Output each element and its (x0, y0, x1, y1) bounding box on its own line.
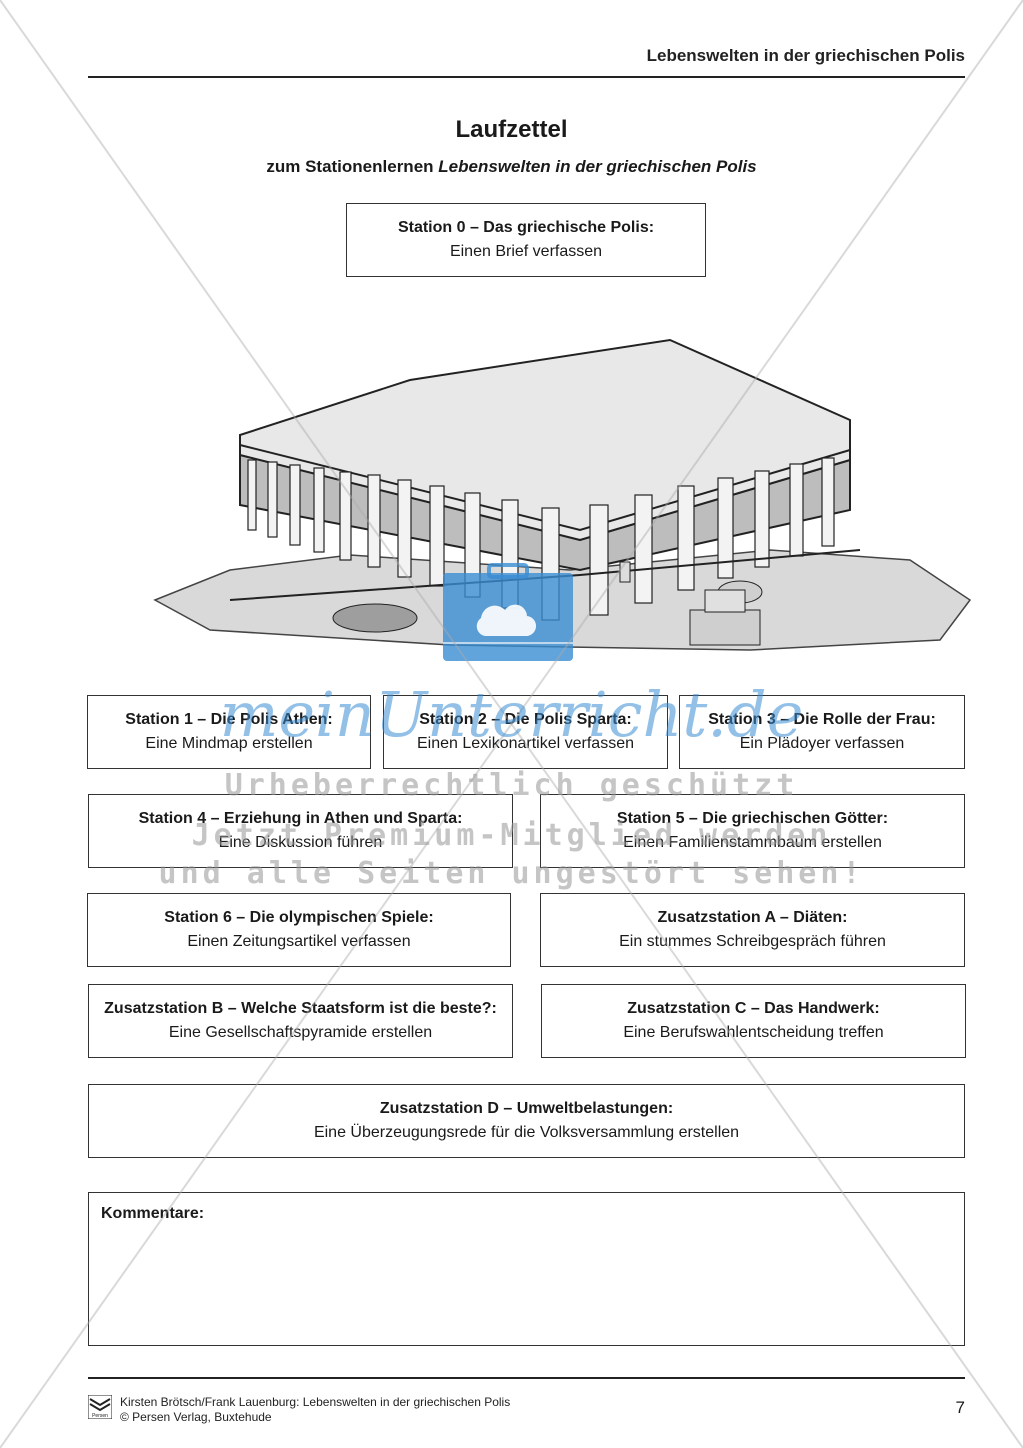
station-title: Station 5 – Die griechischen Götter: (616, 810, 889, 827)
comments-label: Kommentare: (101, 1205, 205, 1222)
header-rule (88, 76, 965, 78)
station-6-box: Station 6 – Die olympischen Spiele: Eine… (87, 893, 511, 967)
station-c-box: Zusatzstation C – Das Handwerk: Eine Ber… (541, 984, 966, 1058)
station-d-box: Zusatzstation D – Umweltbelastungen: Ein… (88, 1084, 965, 1158)
station-task: Ein Plädoyer verfassen (739, 735, 905, 752)
comments-box[interactable]: Kommentare: (88, 1192, 965, 1346)
footer-rule (88, 1377, 965, 1379)
page-subtitle: zum Stationenlernen Lebenswelten in der … (0, 157, 1023, 177)
publisher-logo-icon: Persen (88, 1395, 112, 1419)
station-4-box: Station 4 – Erziehung in Athen und Spart… (88, 794, 513, 868)
station-5-box: Station 5 – Die griechischen Götter: Ein… (540, 794, 965, 868)
page-number: 7 (955, 1398, 965, 1417)
running-header: Lebenswelten in der griechischen Polis (646, 46, 965, 65)
station-1-box: Station 1 – Die Polis Athen: Eine Mindma… (87, 695, 371, 769)
station-title: Zusatzstation C – Das Handwerk: (627, 1000, 880, 1017)
subtitle-prefix: zum Stationenlernen (266, 157, 434, 176)
station-title: Station 3 – Die Rolle der Frau: (708, 711, 936, 728)
footer-credits: Kirsten Brötsch/Frank Lauenburg: Lebensw… (120, 1395, 510, 1425)
station-task: Eine Diskussion führen (218, 834, 383, 851)
watermark-line-2: Jetzt Premium-Mitglied werden (191, 818, 832, 853)
station-0-box: Station 0 – Das griechische Polis: Einen… (346, 203, 706, 277)
station-title: Zusatzstation A – Diäten: (657, 909, 848, 926)
station-title: Station 4 – Erziehung in Athen und Spart… (138, 810, 463, 827)
station-task: Einen Zeitungsartikel verfassen (187, 933, 411, 950)
station-task: Eine Gesellschaftspyramide erstellen (168, 1024, 433, 1041)
footer-publisher: © Persen Verlag, Buxtehude (120, 1410, 272, 1424)
watermark-line-1: Urheberrechtlich geschützt (224, 768, 799, 803)
station-title: Zusatzstation B – Welche Staatsform ist … (104, 1000, 497, 1017)
logo-text: Persen (92, 1413, 108, 1419)
station-title: Station 2 – Die Polis Sparta: (419, 711, 632, 728)
station-title: Station 1 – Die Polis Athen: (125, 711, 333, 728)
station-title: Station 6 – Die olympischen Spiele: (164, 909, 434, 926)
station-b-text: Zusatzstation B – Welche Staatsform ist … (95, 997, 506, 1045)
station-task: Eine Überzeugungsrede für die Volksversa… (313, 1124, 740, 1141)
station-task: Ein stummes Schreibgespräch führen (619, 933, 886, 950)
station-task: Einen Brief verfassen (449, 243, 603, 260)
station-task: Einen Familienstammbaum erstellen (623, 834, 882, 851)
watermark-line-3: und alle Seiten ungestört sehen! (158, 856, 865, 891)
footer-authors: Kirsten Brötsch/Frank Lauenburg: Lebensw… (120, 1395, 511, 1409)
station-task: Eine Berufswahlentscheidung treffen (623, 1024, 884, 1041)
parthenon-illustration (153, 338, 972, 651)
station-task: Einen Lexikonartikel verfassen (416, 735, 634, 752)
page-title: Laufzettel (455, 116, 568, 143)
station-task: Eine Mindmap erstellen (145, 735, 313, 752)
station-a-box: Zusatzstation A – Diäten: Ein stummes Sc… (540, 893, 965, 967)
station-b-box: Zusatzstation B – Welche Staatsform ist … (88, 984, 513, 1058)
station-2-box: Station 2 – Die Polis Sparta: Einen Lexi… (383, 695, 668, 769)
station-3-box: Station 3 – Die Rolle der Frau: Ein Pläd… (679, 695, 965, 769)
station-title: Zusatzstation D – Umweltbelastungen: (379, 1100, 674, 1117)
subtitle-italic: Lebenswelten in der griechischen Polis (438, 157, 757, 176)
watermark-logo-icon (443, 563, 573, 661)
station-title: Station 0 – Das griechische Polis: (397, 219, 655, 236)
